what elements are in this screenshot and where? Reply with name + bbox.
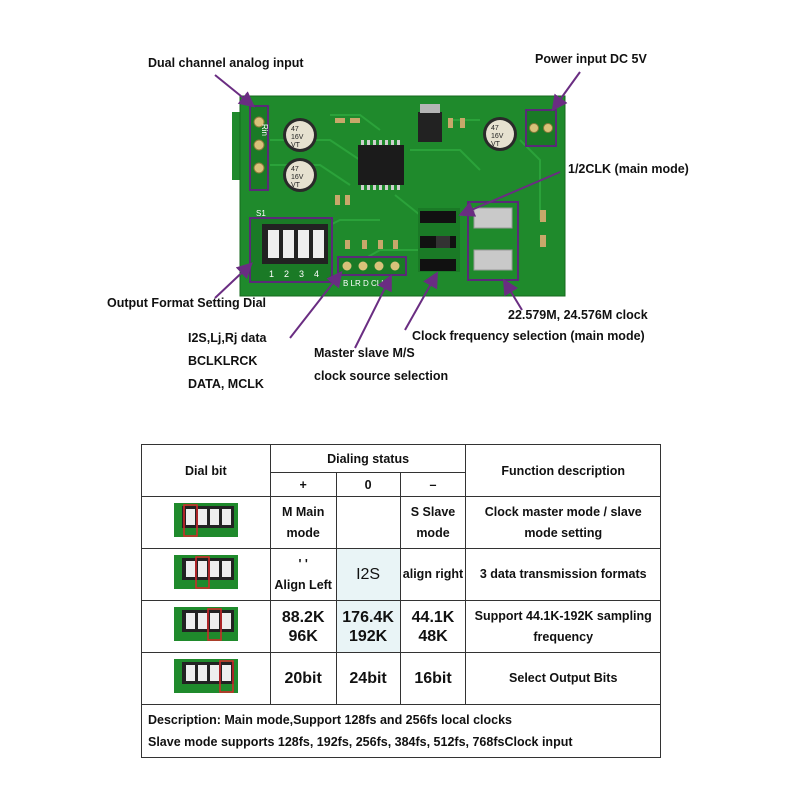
row3-plus-2: 96K <box>288 627 318 645</box>
label-clock-freq-selection: Clock frequency selection (main mode) <box>412 329 645 343</box>
row1-plus: M Main mode <box>269 496 337 549</box>
row2-plus-top: ' ' <box>298 556 308 571</box>
pcb-board-illustration: Rin 47 16V VT 47 16V VT 47 16V VT <box>232 95 566 297</box>
header-plus: + <box>269 472 337 497</box>
dip-switch-thumbnail <box>173 555 238 589</box>
label-power-input: Power input DC 5V <box>535 52 647 66</box>
dial-thumbnail-1 <box>141 496 271 549</box>
row3-minus: 44.1K 48K <box>399 600 467 653</box>
table-footer: Description: Main mode,Support 128fs and… <box>141 704 661 758</box>
description-line-2: Slave mode supports 128fs, 192fs, 256fs,… <box>148 735 573 749</box>
arrow-master-slave <box>354 274 392 349</box>
label-i2s-line3: DATA, MCLK <box>188 377 264 391</box>
svg-text:3: 3 <box>299 269 304 279</box>
main-ic-chip <box>358 140 404 190</box>
smd-resistors <box>335 118 546 249</box>
svg-text:1: 1 <box>269 269 274 279</box>
row2-zero: I2S <box>335 548 401 601</box>
voltage-regulator <box>418 104 442 142</box>
row3-plus-1: 88.2K <box>281 608 325 626</box>
dip-switch-thumbnail <box>173 659 238 693</box>
header-dial-bit: Dial bit <box>141 444 271 497</box>
table-row: M Main mode S Slave mode Clock master mo… <box>141 496 661 549</box>
crystal-oscillators <box>467 201 519 281</box>
row3-plus: 88.2K 96K <box>269 600 337 653</box>
svg-text:47: 47 <box>291 126 299 133</box>
dip-switch-thumbnail <box>173 503 238 537</box>
capacitor-2: 47 16V VT <box>283 158 317 192</box>
svg-text:4: 4 <box>314 269 319 279</box>
power-input-header <box>525 109 557 147</box>
arrow-half-clk <box>458 171 561 217</box>
row4-minus: 16bit <box>399 652 467 705</box>
silk-s1: S1 <box>256 209 266 218</box>
label-crystal-clock: 22.579M, 24.576M clock <box>508 308 648 322</box>
row4-zero: 24bit <box>335 652 401 705</box>
svg-text:16V: 16V <box>291 174 304 181</box>
header-zero: 0 <box>335 472 401 497</box>
row2-plus-text: Align Left <box>274 577 332 592</box>
row4-func: Select Output Bits <box>465 652 661 705</box>
dial-spec-table: Dial bit Dialing status Function descrip… <box>141 444 661 758</box>
row3-zero-1: 176.4K <box>342 608 394 626</box>
label-master-slave-line2: clock source selection <box>314 369 449 383</box>
svg-text:VT: VT <box>491 141 501 148</box>
row1-func: Clock master mode / slave mode setting <box>465 496 661 549</box>
description-line-1: Description: Main mode,Support 128fs and… <box>148 713 512 727</box>
arrow-output-format <box>214 262 253 299</box>
row3-func: Support 44.1K-192K sampling frequency <box>465 600 661 653</box>
clock-jumpers <box>418 208 460 272</box>
arrow-dual-input <box>214 74 256 108</box>
svg-text:47: 47 <box>291 166 299 173</box>
capacitor-1: 47 16V VT <box>283 118 317 152</box>
svg-text:47: 47 <box>491 125 499 132</box>
row3-minus-1: 44.1K <box>411 608 455 626</box>
master-slave-header <box>337 256 407 276</box>
dip-switch-s1: 1 2 3 4 <box>249 217 333 283</box>
row1-minus: S Slave mode <box>399 496 467 549</box>
dial-thumbnail-3 <box>141 600 271 653</box>
label-half-clk: 1/2CLK (main mode) <box>568 162 689 176</box>
svg-text:16V: 16V <box>291 134 304 141</box>
arrow-crystal <box>502 278 523 311</box>
header-minus: – <box>399 472 467 497</box>
header-function-description: Function description <box>465 444 661 497</box>
row3-zero: 176.4K 192K <box>335 600 401 653</box>
label-i2s-line1: I2S,Lj,Rj data <box>188 331 267 345</box>
label-output-format: Output Format Setting Dial <box>107 296 267 310</box>
row3-zero-2: 192K <box>348 627 388 645</box>
row2-minus: align right <box>399 548 467 601</box>
svg-text:VT: VT <box>291 182 301 189</box>
silk-rin: Rin <box>260 124 269 136</box>
label-master-slave-line1: Master slave M/S <box>314 346 415 360</box>
svg-text:2: 2 <box>284 269 289 279</box>
svg-text:16V: 16V <box>491 133 504 140</box>
capacitor-3: 47 16V VT <box>483 117 517 151</box>
label-i2s-line2: BCLKLRCK <box>188 354 258 368</box>
dial-thumbnail-2 <box>141 548 271 601</box>
dip-switch-thumbnail <box>173 607 238 641</box>
table-row: 20bit 24bit 16bit Select Output Bits <box>141 652 661 705</box>
row1-zero <box>335 496 401 549</box>
header-dialing-status: Dialing status <box>269 444 467 473</box>
arrow-power-input <box>551 71 581 112</box>
dial-thumbnail-4 <box>141 652 271 705</box>
table-description: Description: Main mode,Support 128fs and… <box>141 704 661 758</box>
annotation-arrows <box>214 71 581 349</box>
table-row: 88.2K 96K 176.4K 192K 44.1K 48K Support … <box>141 600 661 653</box>
arrow-clock-freq <box>404 271 438 331</box>
svg-text:VT: VT <box>291 142 301 149</box>
row2-func: 3 data transmission formats <box>465 548 661 601</box>
row2-plus: ' ' Align Left <box>269 548 337 601</box>
arrow-i2s <box>289 270 343 339</box>
row4-plus: 20bit <box>269 652 337 705</box>
label-dual-input: Dual channel analog input <box>148 56 304 70</box>
row3-minus-2: 48K <box>418 627 448 645</box>
table-row: ' ' Align Left I2S align right 3 data tr… <box>141 548 661 601</box>
analog-input-header <box>249 105 269 191</box>
silk-ms-header: B LR D CLK <box>343 279 387 288</box>
